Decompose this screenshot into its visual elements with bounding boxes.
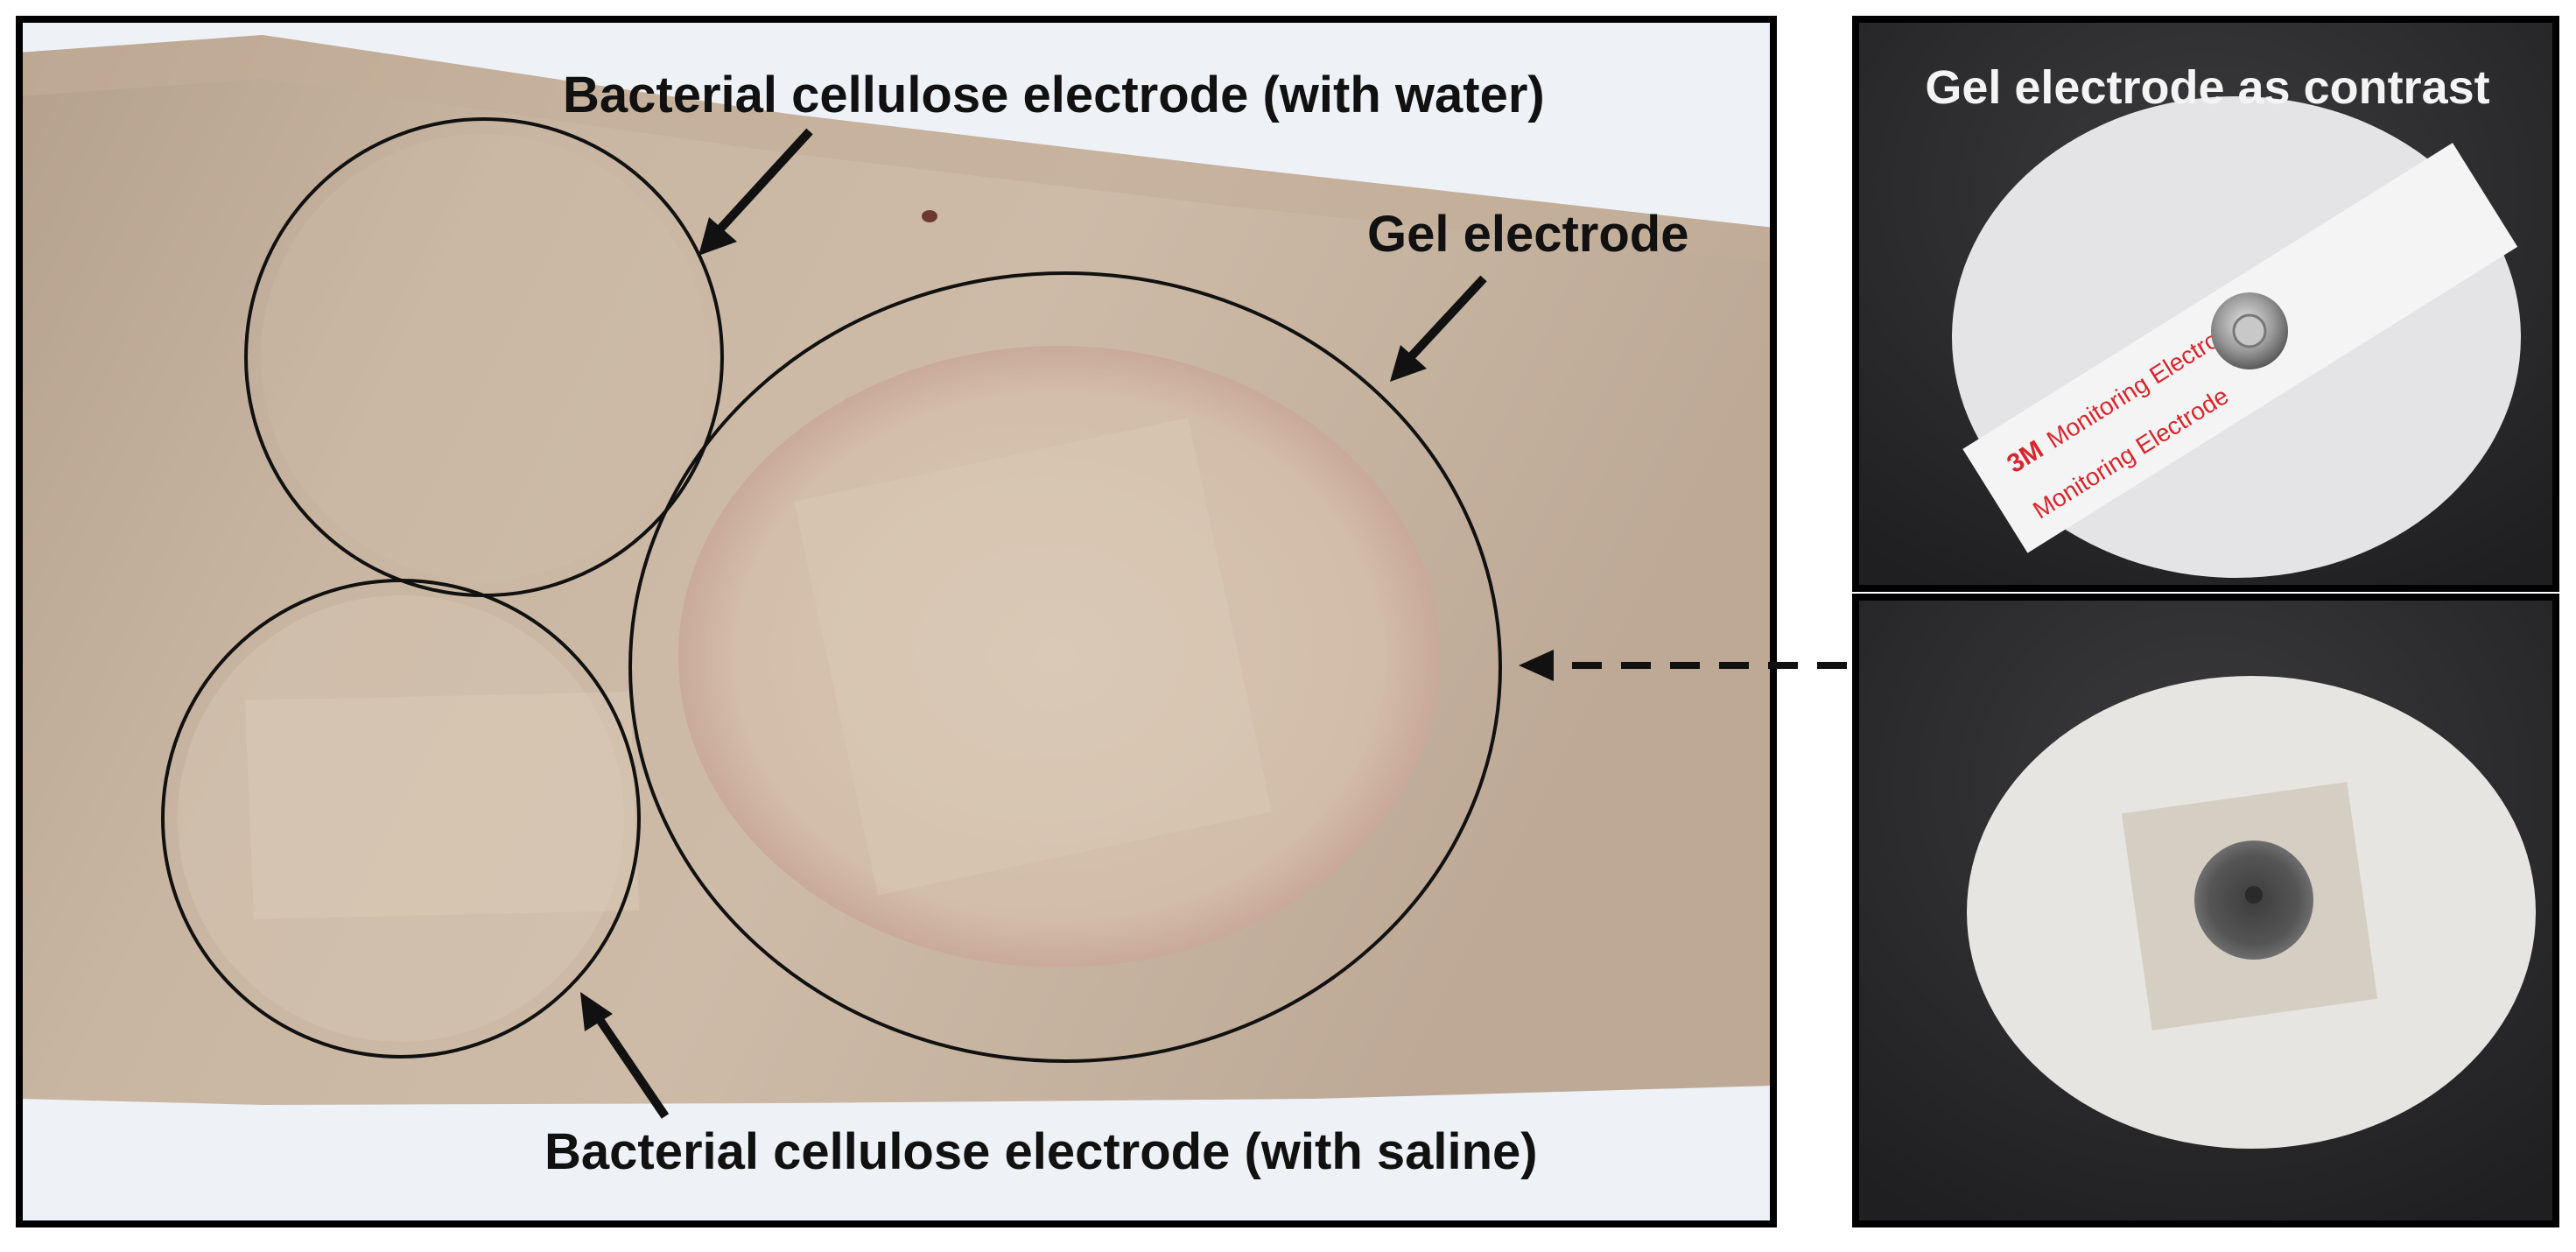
- gel-electrode-back-photo: [1856, 597, 2556, 1224]
- gel-electrode-circle: [628, 271, 1502, 1063]
- label-gel-electrode: Gel electrode: [1367, 206, 1688, 263]
- bc-saline-circle: [161, 579, 641, 1059]
- arrow-gel: [1390, 275, 1487, 382]
- skin-mole: [922, 210, 937, 222]
- arm-photo-panel: Bacterial cellulose electrode (with wate…: [16, 16, 1777, 1227]
- gel-electrode-contrast-panel: 3M Monitoring Electrode Monitoring Elect…: [1852, 16, 2559, 1227]
- gel-electrode-front-photo: 3M Monitoring Electrode Monitoring Elect…: [1856, 19, 2556, 588]
- arm-panel-frame: [16, 16, 1777, 1227]
- gel-electrode-mark: [678, 346, 1440, 967]
- label-bc-water: Bacterial cellulose electrode (with wate…: [563, 67, 1545, 123]
- arrow-bc-water: [698, 128, 813, 256]
- label-bc-saline: Bacterial cellulose electrode (with sali…: [544, 1123, 1538, 1180]
- arrow-bc-saline: [580, 992, 670, 1119]
- contrast-panel-title: Gel electrode as contrast: [1925, 61, 2489, 114]
- dashed-connector-arrow: [1519, 650, 1847, 681]
